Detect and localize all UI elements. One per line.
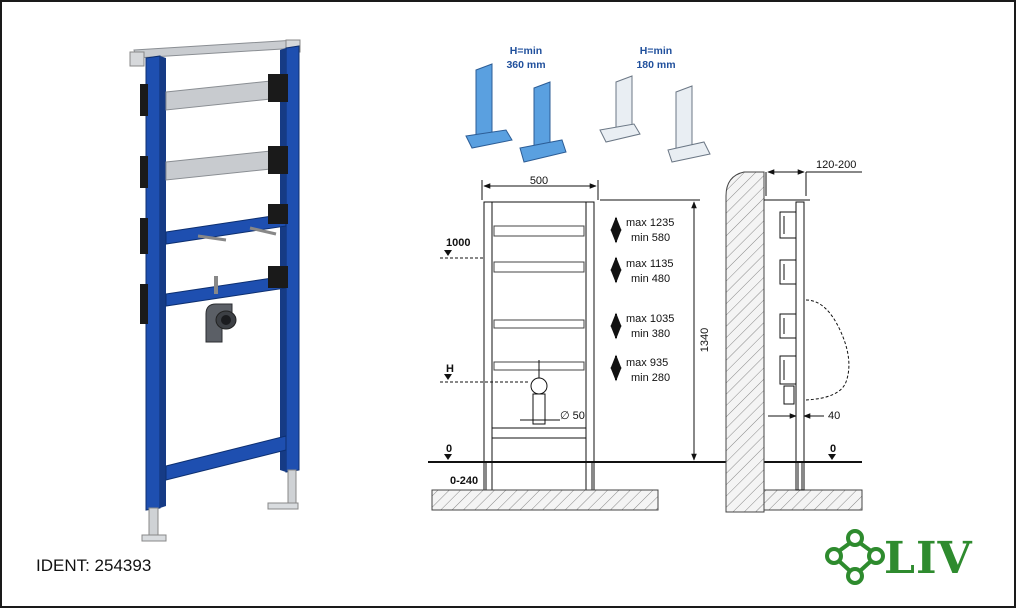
level-markers — [444, 250, 836, 460]
adjust-2-max: max 1135 — [626, 258, 674, 270]
level-0-label: 0 — [446, 443, 452, 455]
feet-right-line1: H=min — [640, 45, 672, 57]
level-1000-label: 1000 — [446, 237, 470, 249]
side-level-0-label: 0 — [830, 443, 836, 455]
depth-label: 120-200 — [816, 159, 856, 171]
width-label: 500 — [530, 175, 548, 187]
adjust-4-max: max 935 — [626, 357, 668, 369]
feet-left-line1: H=min — [510, 45, 542, 57]
offset-label: 40 — [828, 410, 840, 422]
adjust-3-min: min 380 — [631, 328, 670, 340]
adjust-2-min: min 480 — [631, 273, 670, 285]
level-h-label: H — [446, 363, 454, 375]
feet-left-line2: 360 mm — [506, 59, 545, 71]
front-floor-hatch — [431, 489, 659, 511]
pipe-diameter-label: ∅ 50 — [560, 410, 585, 422]
brand-logo-text: LIV — [884, 533, 973, 584]
level-range-label: 0-240 — [450, 475, 478, 487]
feet-360-illustration: H=min 360 mm — [465, 45, 567, 163]
side-view-drawing — [725, 169, 863, 513]
adjustment-labels: max 1235 min 580 max 1135 min 480 max 10… — [626, 217, 674, 384]
adjust-3-max: max 1035 — [626, 313, 674, 325]
height-label: 1340 — [699, 328, 711, 352]
liv-logo-mark — [825, 529, 885, 585]
adjust-4-min: min 280 — [631, 372, 670, 384]
feet-right-line2: 180 mm — [636, 59, 675, 71]
adjust-1-max: max 1235 — [626, 217, 674, 229]
product-frame-illustration — [129, 39, 301, 542]
feet-180-illustration: H=min 180 mm — [599, 45, 711, 163]
adjust-1-min: min 580 — [631, 232, 670, 244]
ident-number: IDENT: 254393 — [36, 556, 152, 575]
